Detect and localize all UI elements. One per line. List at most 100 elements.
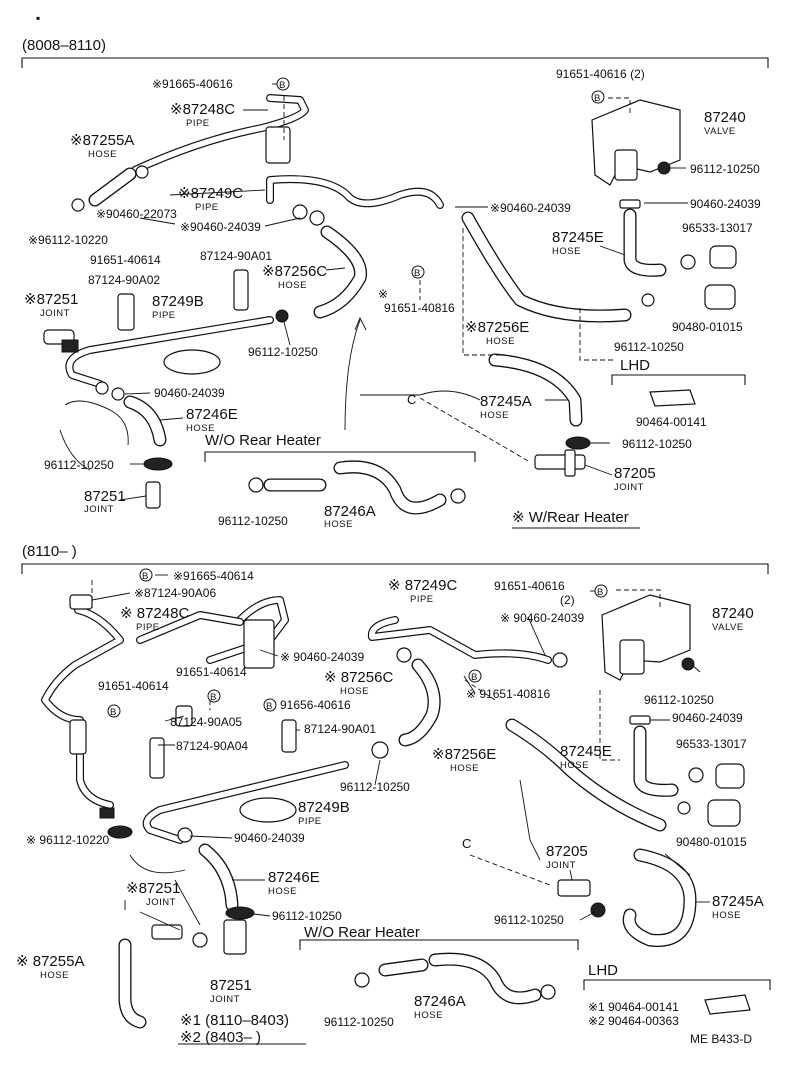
- label-96533-13017-bottom: 96533-13017: [676, 737, 747, 751]
- svg-text:VALVE: VALVE: [712, 622, 744, 633]
- label-87245e-top: 87245E: [552, 229, 604, 246]
- label-90460-24039-bottom-d: 90460-24039: [672, 711, 743, 725]
- label-96112-10250-top-c: 96112-10250: [218, 514, 288, 528]
- svg-text:JOINT: JOINT: [40, 308, 70, 319]
- cap-96533-13017-bottom: [715, 763, 745, 789]
- svg-text:C: C: [407, 392, 416, 407]
- joint-87205-bottom: [557, 879, 591, 897]
- label-87251-joint-top: ※87251: [24, 291, 78, 308]
- svg-text:HOSE: HOSE: [278, 280, 307, 291]
- label-90460-24039-top-c: 90460-24039: [154, 386, 225, 400]
- label-96112-10250-top-b: 96112-10250: [44, 458, 114, 472]
- label-87256c-top: ※87256C: [262, 263, 327, 280]
- clip-87124-90a01-bottom: [281, 719, 297, 753]
- canister-top: [163, 349, 221, 375]
- svg-text:※: ※: [378, 287, 388, 301]
- top-section: ▪ (8008–8110): [21, 11, 769, 530]
- bottom-section-bracket: [21, 563, 769, 574]
- label-87255a-bottom: ※ 87255A: [16, 953, 84, 970]
- arrow-line-top: [344, 319, 361, 431]
- label-91651-40616-top: 91651-40616 (2): [556, 67, 645, 81]
- label-96112-10220-top: ※96112-10220: [28, 233, 108, 247]
- label-87245e-bottom: 87245E: [560, 743, 612, 760]
- label-90464-00141-top: 90464-00141: [636, 415, 707, 429]
- label-90460-24039-top-a: ※90460-24039: [180, 220, 261, 234]
- label-87205-bottom: 87205: [546, 843, 588, 860]
- c-marker-bottom: C: [462, 836, 471, 851]
- joint-87251-bottom-left: [151, 924, 183, 940]
- svg-text:C: C: [462, 836, 471, 851]
- label-87240-bottom: 87240: [712, 605, 754, 622]
- label-91665-40616-top: ※91665-40616: [152, 77, 233, 91]
- label-87256e-bottom: ※87256E: [432, 746, 496, 763]
- svg-text:HOSE: HOSE: [712, 910, 741, 921]
- lhd-note-2: ※2 90464-00363: [588, 1014, 679, 1028]
- label-96112-10250-bottom-c: 96112-10250: [324, 1015, 394, 1029]
- svg-text:B: B: [142, 571, 149, 582]
- cap-90480-01015-bottom: [707, 799, 741, 827]
- label-87124-90a06-bottom: ※87124-90A06: [134, 586, 216, 600]
- label-87256c-bottom: ※ 87256C: [324, 669, 393, 686]
- c-marker-top: C: [407, 392, 416, 407]
- pipe-87249b-top: [65, 316, 274, 388]
- label-90480-01015-bottom: 90480-01015: [676, 835, 747, 849]
- b-marker-bottom-1: B: [139, 568, 153, 582]
- wo-rear-heater-bracket-bottom: [299, 939, 579, 950]
- bottom-section: (8110– ): [16, 543, 771, 1046]
- svg-text:PIPE: PIPE: [298, 816, 322, 827]
- svg-text:JOINT: JOINT: [146, 897, 176, 908]
- label-87251-bottom: 87251: [210, 977, 252, 994]
- svg-text:JOINT: JOINT: [84, 504, 114, 515]
- b-marker-bottom-3: B: [207, 689, 221, 703]
- label-87249b-bottom: 87249B: [298, 799, 350, 816]
- svg-text:PIPE: PIPE: [136, 622, 160, 633]
- label-90460-22073-top: ※90460-22073: [96, 207, 177, 221]
- top-range-label: (8008–8110): [22, 37, 106, 54]
- label-87245a-top: 87245A: [480, 393, 532, 410]
- clip-87124-90a01-top: [233, 269, 249, 311]
- svg-text:B: B: [279, 80, 286, 91]
- svg-text:HOSE: HOSE: [560, 760, 589, 771]
- svg-text:HOSE: HOSE: [480, 410, 509, 421]
- lhd-bracket-top: [611, 374, 746, 385]
- engine-outline-top: [59, 400, 129, 471]
- label-96112-10250-bottom-b: 96112-10250: [272, 909, 342, 923]
- label-96112-10250-top-f: 96112-10250: [622, 437, 692, 451]
- svg-text:HOSE: HOSE: [186, 423, 215, 434]
- label-87249c-top: ※87249C: [178, 185, 243, 202]
- label-91651-40614-bottom-b: 91651-40614: [98, 679, 169, 693]
- canister-bottom: [239, 797, 297, 823]
- b-marker-bottom-2: B: [594, 584, 608, 598]
- joint-87205-top: [534, 454, 586, 470]
- svg-text:HOSE: HOSE: [88, 149, 117, 160]
- label-87124-90a01-top: 87124-90A01: [200, 249, 272, 263]
- label-96533-13017-top: 96533-13017: [682, 221, 753, 235]
- label-90480-01015-top: 90480-01015: [672, 320, 743, 334]
- valve-87240-top: [591, 99, 681, 186]
- clamp-96112-10220-top: [71, 198, 85, 212]
- label-87124-90a02-top: 87124-90A02: [88, 273, 160, 287]
- b-marker-bottom-6: B: [468, 669, 482, 683]
- label-87245a-bottom: 87245A: [712, 893, 764, 910]
- svg-text:HOSE: HOSE: [552, 246, 581, 257]
- svg-text:HOSE: HOSE: [450, 763, 479, 774]
- lhd-bracket-bottom: [583, 979, 771, 990]
- label-96112-10250-top-a: 96112-10250: [248, 345, 318, 359]
- svg-text:B: B: [594, 93, 601, 104]
- svg-text:VALVE: VALVE: [704, 126, 736, 137]
- joint-87251-top-lower: [145, 481, 161, 509]
- bottom-range-label: (8110– ): [22, 543, 77, 560]
- footnote-2: ※2 (8403– ): [180, 1029, 261, 1046]
- svg-text:HOSE: HOSE: [268, 886, 297, 897]
- svg-text:JOINT: JOINT: [210, 994, 240, 1005]
- lhd-label-top: LHD: [620, 357, 650, 374]
- pipe-bracket-bottom: [243, 619, 275, 669]
- wo-rear-heater-top: W/O Rear Heater: [205, 432, 321, 449]
- label-87124-90a04-bottom: 87124-90A04: [176, 739, 248, 753]
- cap-90480-01015-top: [704, 284, 736, 310]
- label-91651-40616-bottom: 91651-40616: [494, 579, 565, 593]
- top-section-bracket: [21, 57, 769, 68]
- wo-rear-heater-bottom: W/O Rear Heater: [304, 924, 420, 941]
- svg-text:B: B: [471, 672, 478, 683]
- label-96112-10250-bottom-a: 96112-10250: [340, 780, 410, 794]
